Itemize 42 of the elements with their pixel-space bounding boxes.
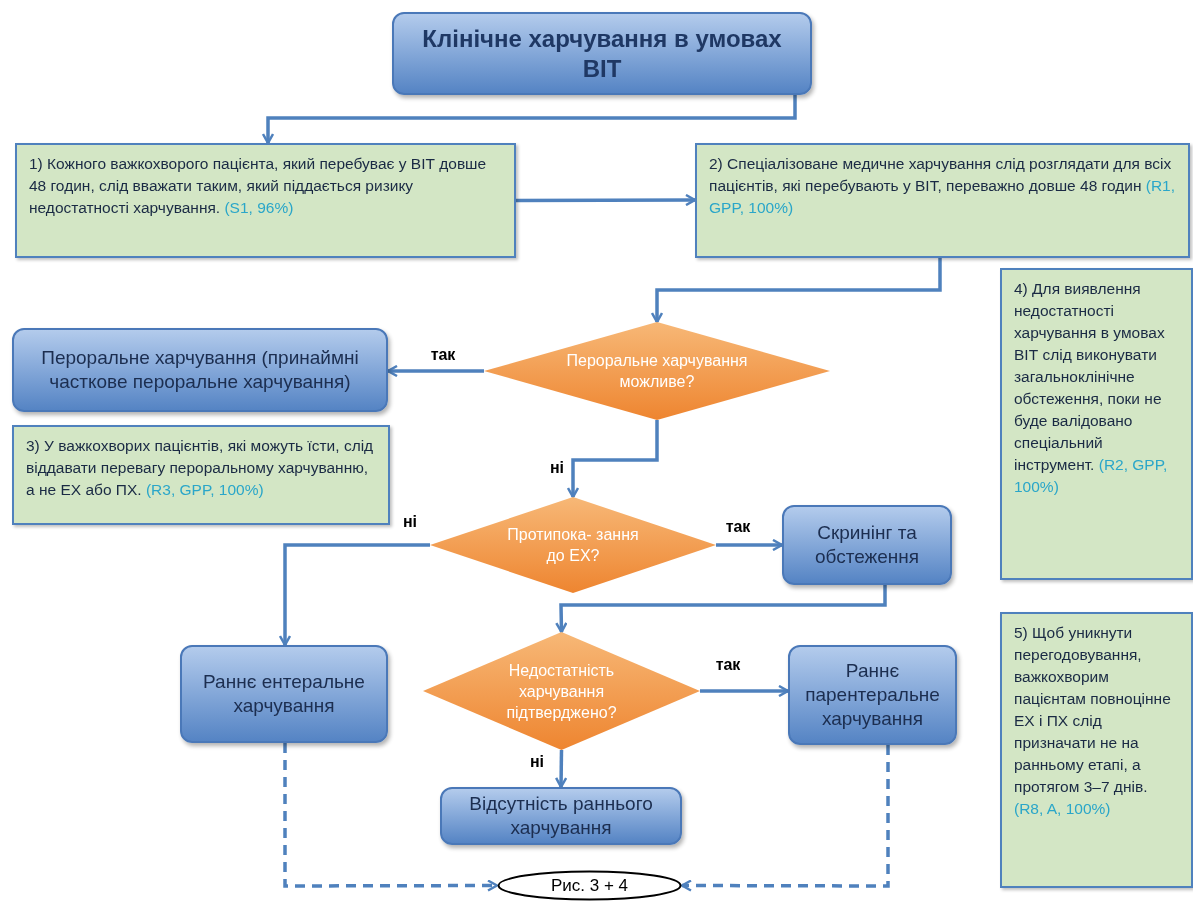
box-text: Відсутність раннього харчування [468, 792, 654, 840]
box-text: Раннє парентеральне харчування [804, 659, 941, 731]
note-text: 4) Для виявлення недостатності харчування в умовах ВІТ слід виконувати загальноклінічне обстеження, поки не буде валідовано спеціальний інструмент. (R2, GPP, 100%) [1014, 279, 1169, 497]
decision-diamond [423, 632, 700, 750]
arrow [386, 364, 484, 378]
terminal-ellipse [497, 870, 682, 901]
arrow [650, 258, 942, 324]
arrow [516, 193, 697, 207]
arrow [555, 585, 887, 634]
arrow [716, 538, 784, 552]
process-box [12, 328, 388, 412]
arrow [700, 684, 790, 698]
note-text: 5) Щоб уникнути перегодовування, важкохворим пацієнтам повноцінне ЕХ і ПХ слід призначати не на ранньому етапі, а протягом 3–7 днів. (R8, A, 100%) [1014, 623, 1172, 819]
decision-text: Пероральне харчування можливе? [565, 351, 749, 392]
dashed-arrow [283, 743, 499, 892]
note-box [695, 143, 1190, 258]
note-box [15, 143, 516, 258]
note-text: 3) У важкохворих пацієнтів, які можуть їсти, слід віддавати перевагу пероральному харчуванню, а не ЕХ або ПХ. (R3, GPP, 100%) [26, 436, 375, 500]
title-text: Клінічне харчування в умовах ВІТ [421, 23, 783, 84]
box-text: Пероральне харчування (принаймні часткове пероральне харчування) [40, 346, 360, 394]
note-box [12, 425, 390, 525]
arrow [278, 543, 430, 647]
terminal-text: Рис. 3 + 4 [550, 875, 629, 896]
arrow [566, 420, 659, 499]
decision-diamond [484, 322, 830, 420]
box-text: Раннє ентеральне харчування [202, 670, 366, 718]
arrow [261, 95, 797, 145]
note-text: 1) Кожного важкохворого пацієнта, який перебуває у ВІТ довше 48 годин, слід вважати таким, який піддається ризику недостатності харчування. (S1, 96%) [29, 154, 488, 218]
process-box [440, 787, 682, 845]
process-box [782, 505, 952, 585]
decision-text: Недостатність харчування підтверджено? [505, 660, 618, 723]
dashed-arrow [680, 745, 890, 892]
decision-diamond [430, 497, 716, 593]
decision-text: Протипока- зання до ЕХ? [506, 525, 640, 566]
note-text: 2) Спеціалізоване медичне харчування слід розглядати для всіх пацієнтів, які перебувають у ВІТ, переважно довше 48 годин (R1, GPP, 100%) [709, 154, 1176, 218]
note-box [1000, 268, 1193, 580]
process-box [788, 645, 957, 745]
process-box [180, 645, 388, 743]
note-box [1000, 612, 1193, 888]
title-box [392, 12, 812, 95]
box-text: Скринінг та обстеження [813, 521, 921, 569]
arrow [554, 749, 568, 789]
